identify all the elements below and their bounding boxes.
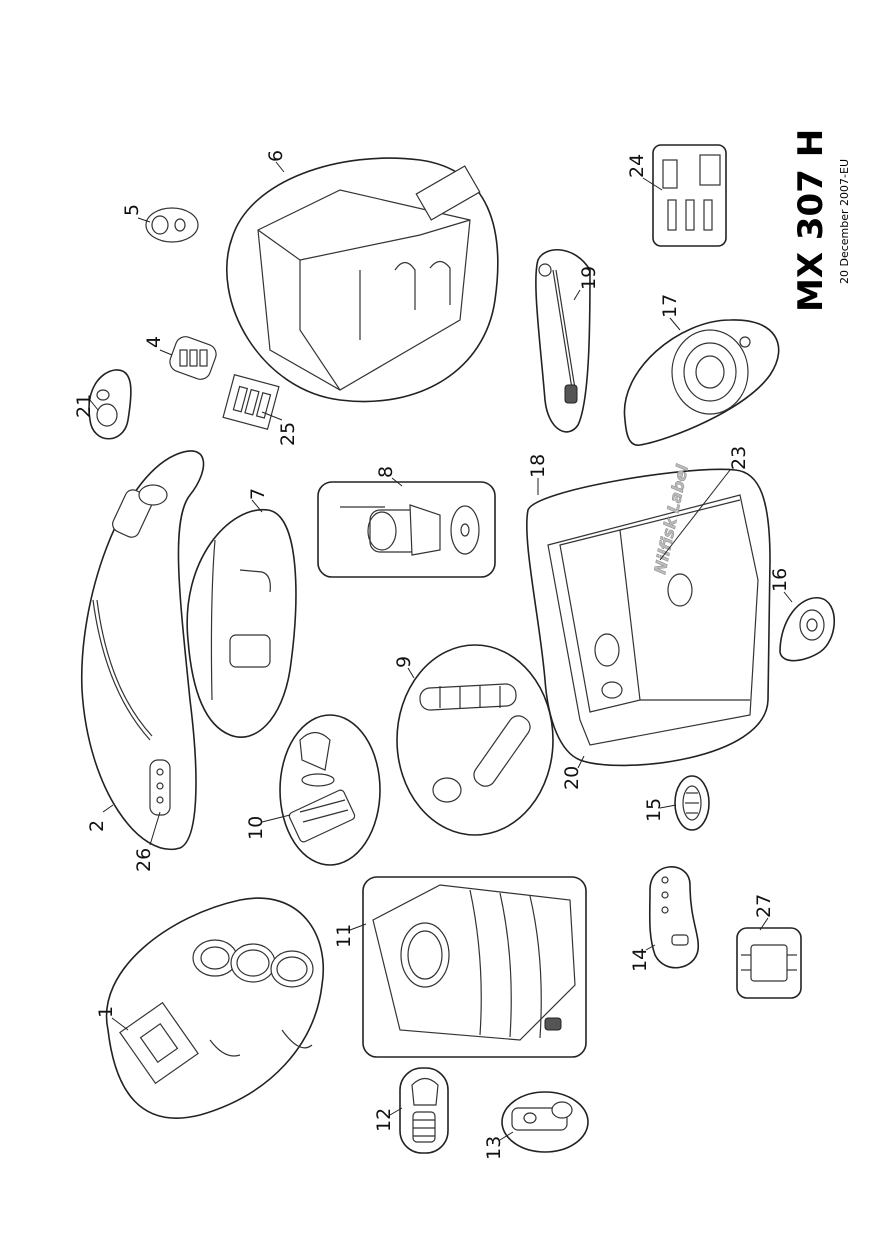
part-group-14[interactable]: [650, 867, 699, 968]
callout-1: 1: [95, 1006, 117, 1018]
part-group-17[interactable]: [624, 320, 778, 445]
part-group-10[interactable]: [280, 715, 380, 865]
callout-7: 7: [247, 488, 269, 500]
part-group-24[interactable]: [653, 145, 726, 246]
callout-17: 17: [659, 294, 681, 318]
part-group-25[interactable]: [223, 375, 279, 429]
part-group-15[interactable]: [675, 776, 709, 830]
part-group-5[interactable]: [146, 208, 198, 242]
callout-25: 25: [277, 422, 299, 446]
part-group-16[interactable]: [780, 598, 834, 661]
callout-20: 20: [561, 766, 583, 790]
callout-23: 23: [728, 446, 750, 470]
part-group-11[interactable]: [363, 877, 586, 1057]
part-group-13[interactable]: [502, 1092, 588, 1152]
callout-21: 21: [73, 394, 95, 418]
part-group-9[interactable]: [397, 645, 553, 835]
part-group-2[interactable]: [82, 451, 204, 849]
callout-24: 24: [626, 154, 648, 178]
callout-27: 27: [753, 894, 775, 918]
part-group-7[interactable]: [187, 510, 296, 737]
part-group-4[interactable]: [167, 334, 219, 382]
callout-14: 14: [629, 948, 651, 972]
callout-12: 12: [373, 1108, 395, 1132]
part-group-12[interactable]: [400, 1068, 448, 1153]
callout-15: 15: [643, 798, 665, 822]
title-block: MX 307 H 20 December 2007-EU: [791, 129, 851, 312]
callout-11: 11: [333, 924, 355, 948]
callout-8: 8: [375, 466, 397, 478]
part-group-18-20[interactable]: Nilfisk Label: [527, 462, 770, 765]
callout-18: 18: [527, 454, 549, 478]
part-group-27[interactable]: [737, 928, 801, 998]
callout-26: 26: [133, 848, 155, 872]
part-group-8[interactable]: [318, 482, 495, 577]
callout-2: 2: [86, 820, 108, 832]
callout-10: 10: [245, 816, 267, 840]
document-date: 20 December 2007-EU: [838, 159, 851, 284]
callout-6: 6: [265, 150, 287, 162]
part-group-6[interactable]: [227, 158, 498, 401]
callout-4: 4: [143, 336, 165, 348]
model-title: MX 307 H: [791, 129, 831, 312]
part-group-1[interactable]: [107, 898, 324, 1118]
callout-16: 16: [769, 568, 791, 592]
callout-19: 19: [578, 266, 600, 290]
part-group-21[interactable]: [89, 370, 131, 439]
callout-9: 9: [393, 656, 415, 668]
callout-5: 5: [121, 204, 143, 216]
callout-13: 13: [483, 1136, 505, 1160]
